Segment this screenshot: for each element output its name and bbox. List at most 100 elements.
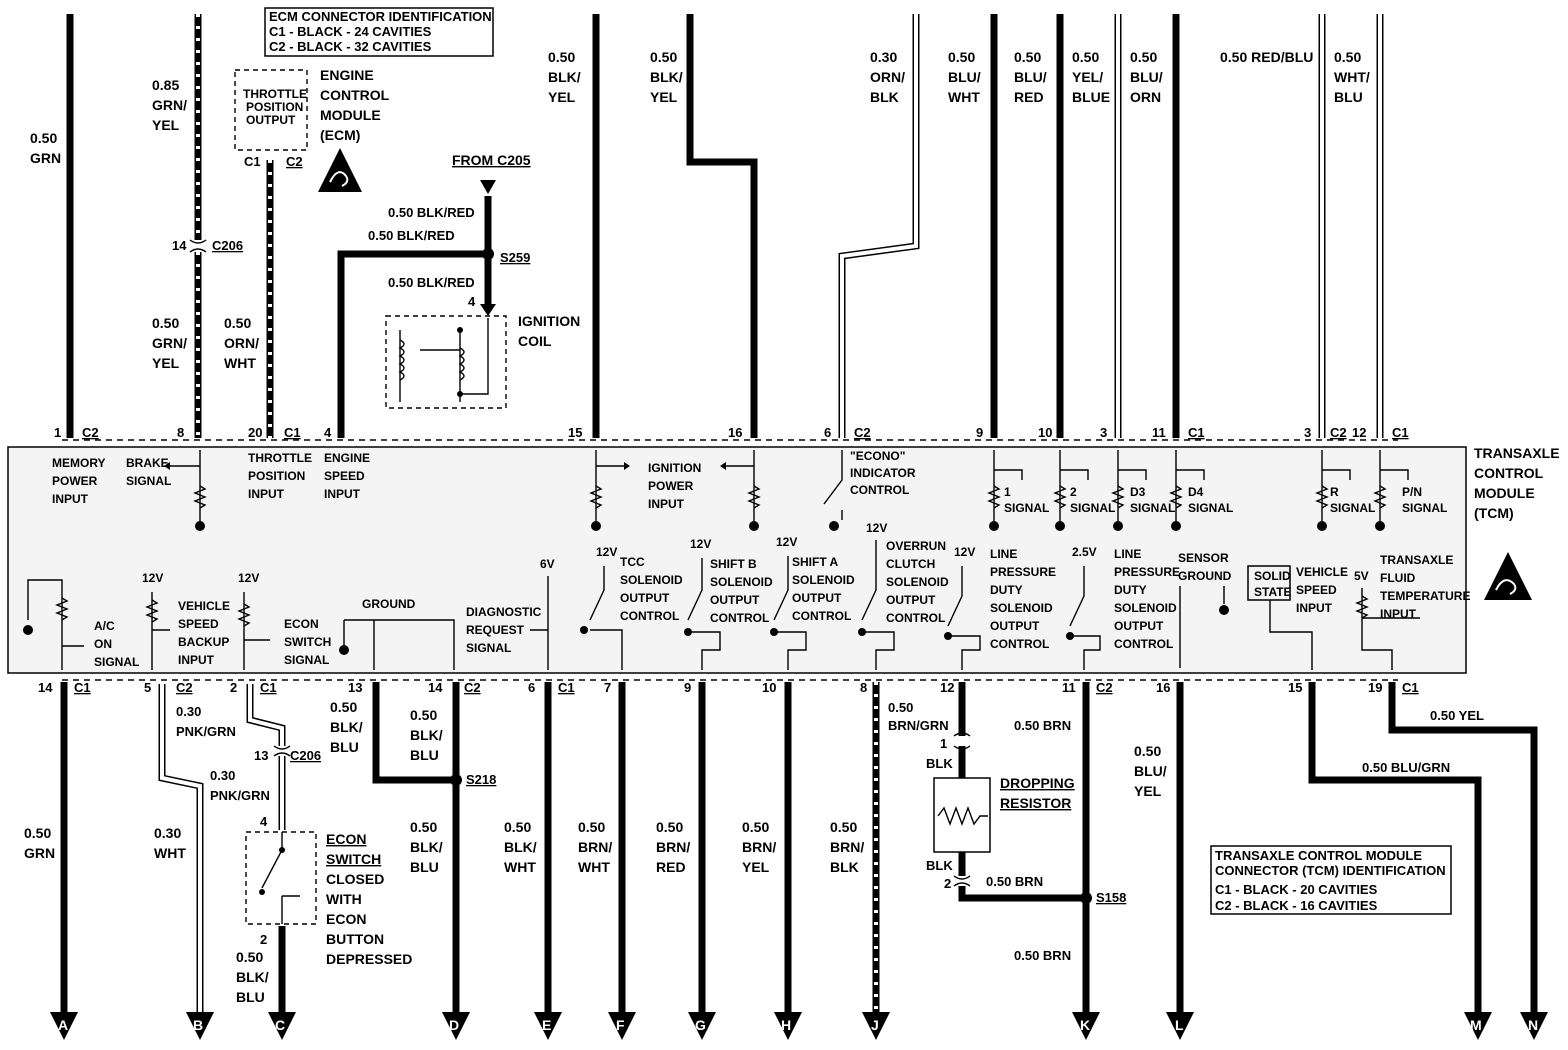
svg-text:0.50 RED/BLU: 0.50 RED/BLU	[1220, 49, 1313, 65]
tcm-esd-warning-icon	[1484, 552, 1532, 600]
svg-text:CONTROL: CONTROL	[1474, 465, 1544, 481]
svg-text:BLK/: BLK/	[330, 719, 363, 735]
svg-text:MODULE: MODULE	[320, 107, 381, 123]
svg-text:VEHICLE: VEHICLE	[1296, 565, 1348, 579]
svg-text:ORN/: ORN/	[870, 69, 905, 85]
svg-text:INDICATOR: INDICATOR	[850, 466, 916, 480]
svg-text:J: J	[871, 1017, 879, 1033]
svg-text:8: 8	[177, 425, 184, 440]
svg-text:SPEED: SPEED	[1296, 583, 1337, 597]
svg-text:0.30: 0.30	[176, 704, 201, 719]
svg-text:YEL: YEL	[742, 859, 770, 875]
svg-text:YEL/: YEL/	[1072, 69, 1103, 85]
svg-text:INPUT: INPUT	[248, 487, 285, 501]
svg-text:0.85: 0.85	[152, 77, 179, 93]
svg-text:CONTROL: CONTROL	[990, 637, 1049, 651]
svg-text:BLK: BLK	[870, 89, 899, 105]
ignition-coil: FROM C205 S259 0.50 BLK/RED 0.50 BLK/RED…	[368, 152, 580, 409]
svg-text:GRN/: GRN/	[152, 97, 187, 113]
svg-text:INPUT: INPUT	[178, 653, 215, 667]
svg-text:20: 20	[248, 425, 262, 440]
svg-text:YEL: YEL	[650, 89, 678, 105]
svg-text:BLU: BLU	[236, 989, 265, 1005]
svg-text:12: 12	[940, 680, 954, 695]
svg-text:C206: C206	[212, 238, 243, 253]
svg-text:N: N	[1528, 1017, 1538, 1033]
svg-text:SPEED: SPEED	[324, 469, 365, 483]
wire-10-blu-red: 0.50 BLU/ RED 10	[1014, 14, 1064, 440]
svg-text:SIGNAL: SIGNAL	[1402, 501, 1447, 515]
svg-text:12: 12	[1352, 425, 1366, 440]
wire-g-brn-red: G 9 0.50 BRN/ RED	[656, 680, 716, 1040]
svg-text:BRN/GRN: BRN/GRN	[888, 718, 949, 733]
svg-text:0.50 BLK/RED: 0.50 BLK/RED	[388, 205, 475, 220]
svg-text:6: 6	[528, 680, 535, 695]
svg-text:COIL: COIL	[518, 333, 552, 349]
svg-text:SIGNAL: SIGNAL	[1330, 501, 1375, 515]
svg-text:G: G	[695, 1017, 706, 1033]
svg-text:7: 7	[604, 680, 611, 695]
svg-text:SOLID: SOLID	[1254, 569, 1291, 583]
svg-text:C1: C1	[1402, 680, 1419, 695]
svg-text:SIGNAL: SIGNAL	[1070, 501, 1115, 515]
svg-text:19: 19	[1368, 680, 1382, 695]
svg-text:2: 2	[230, 680, 237, 695]
wire-9-blu-wht: 0.50 BLU/ WHT 9	[948, 14, 998, 440]
svg-text:INPUT: INPUT	[324, 487, 361, 501]
svg-text:REQUEST: REQUEST	[466, 623, 525, 637]
svg-text:DROPPING: DROPPING	[1000, 775, 1075, 791]
svg-text:C2: C2	[854, 425, 871, 440]
svg-text:ENGINE: ENGINE	[320, 67, 374, 83]
wire-16-blk-yel: 0.50 BLK/ YEL 16	[650, 14, 758, 440]
svg-text:SOLENOID: SOLENOID	[990, 601, 1053, 615]
svg-text:K: K	[1080, 1017, 1090, 1033]
svg-text:SIGNAL: SIGNAL	[94, 655, 139, 669]
svg-text:SHIFT B: SHIFT B	[710, 557, 757, 571]
svg-text:BLU: BLU	[1334, 89, 1363, 105]
svg-text:SIGNAL: SIGNAL	[1004, 501, 1049, 515]
svg-text:0.50: 0.50	[236, 949, 263, 965]
svg-text:C1 - BLACK - 24 CAVITIES: C1 - BLACK - 24 CAVITIES	[269, 24, 432, 39]
svg-text:BRN/: BRN/	[830, 839, 864, 855]
svg-text:C: C	[275, 1017, 285, 1033]
svg-text:POSITION: POSITION	[246, 100, 303, 114]
svg-text:TRANSAXLE: TRANSAXLE	[1380, 553, 1453, 567]
svg-text:3: 3	[1100, 425, 1107, 440]
svg-text:POWER: POWER	[648, 479, 694, 493]
svg-text:SHIFT A: SHIFT A	[792, 555, 839, 569]
svg-text:C1: C1	[260, 680, 277, 695]
svg-text:ECON: ECON	[284, 617, 319, 631]
svg-text:OUTPUT: OUTPUT	[1114, 619, 1164, 633]
svg-text:SOLENOID: SOLENOID	[792, 573, 855, 587]
svg-text:STATE: STATE	[1254, 585, 1292, 599]
svg-text:BLK: BLK	[926, 858, 953, 873]
svg-text:MODULE: MODULE	[1474, 485, 1535, 501]
svg-text:0.30: 0.30	[210, 768, 235, 783]
svg-text:R: R	[1330, 485, 1339, 499]
svg-text:ON: ON	[94, 637, 112, 651]
tcm-top-labels: MEMORY POWER INPUT BRAKE SIGNAL THROTTLE…	[52, 449, 1447, 515]
svg-text:ORN/: ORN/	[224, 335, 259, 351]
wire-4-engine-speed: 4	[324, 250, 488, 440]
wire-11-blu-orn: 0.50 BLU/ ORN 11 C1	[1130, 14, 1205, 440]
svg-text:WITH: WITH	[326, 891, 362, 907]
svg-text:YEL: YEL	[1134, 783, 1162, 799]
svg-text:0.50: 0.50	[830, 819, 857, 835]
svg-text:9: 9	[976, 425, 983, 440]
svg-text:C2: C2	[286, 154, 303, 169]
svg-text:ENGINE: ENGINE	[324, 451, 370, 465]
svg-text:TEMPERATURE: TEMPERATURE	[1380, 589, 1470, 603]
svg-text:6: 6	[824, 425, 831, 440]
svg-text:BLK/: BLK/	[410, 727, 443, 743]
svg-text:PRESSURE: PRESSURE	[1114, 565, 1180, 579]
svg-text:YEL: YEL	[152, 117, 180, 133]
svg-text:C2: C2	[1330, 425, 1347, 440]
svg-text:CONTROL: CONTROL	[850, 483, 909, 497]
svg-text:0.50: 0.50	[548, 49, 575, 65]
svg-text:ECON: ECON	[326, 911, 366, 927]
svg-text:WHT: WHT	[154, 845, 186, 861]
svg-text:D: D	[449, 1017, 459, 1033]
wire-c-econ-switch: C 2 C1 13 C206 4 2 0.50 BLK/ BLU	[230, 680, 321, 1040]
svg-text:SOLENOID: SOLENOID	[1114, 601, 1177, 615]
